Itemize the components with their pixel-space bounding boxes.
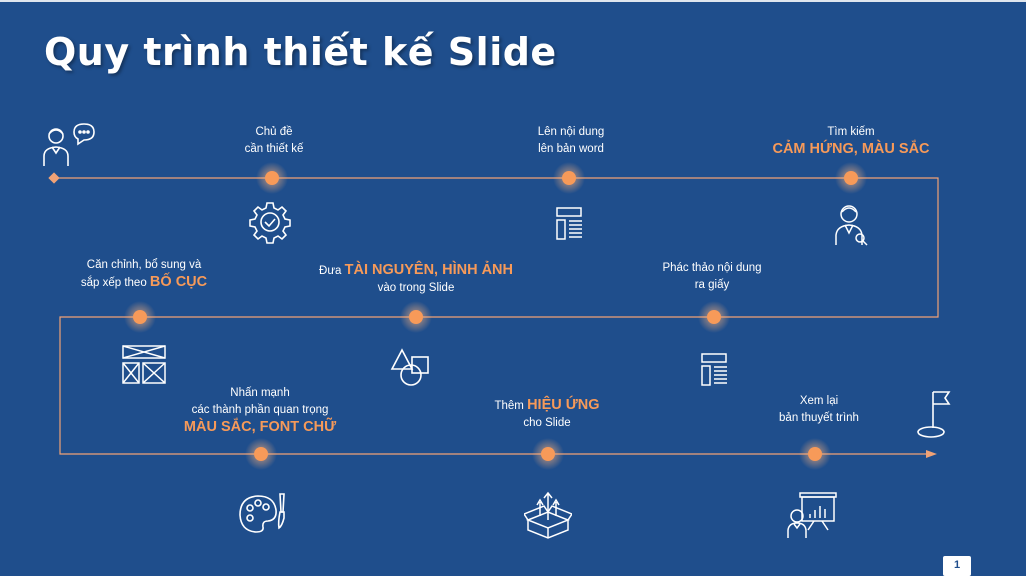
document-outline-icon	[556, 207, 582, 240]
document-sketch-icon	[701, 353, 727, 386]
step-dot-6	[133, 310, 147, 324]
golf-flag-icon	[917, 391, 951, 438]
step-dots	[124, 162, 867, 470]
step-label-3: Tìm kiếm CẢM HỨNG, MÀU SẮC	[772, 126, 930, 157]
person-chat-icon	[43, 123, 95, 166]
shapes-icon	[390, 348, 429, 386]
start-marker	[48, 172, 60, 184]
top-border	[0, 0, 1026, 2]
people-search-icon	[835, 205, 868, 246]
step-dot-8	[541, 447, 555, 461]
step-dot-4	[707, 310, 721, 324]
palette-brush-icon	[239, 493, 285, 533]
step-label-6: Căn chỉnh, bổ sung và sắp xếp theo BỐ CỤ…	[80, 259, 208, 290]
box-arrows-icon	[524, 491, 572, 539]
step-dot-5	[409, 310, 423, 324]
step-dot-2	[562, 171, 576, 185]
presenter-board-icon	[787, 492, 837, 538]
step-dot-3	[844, 171, 858, 185]
page-number: 1	[943, 556, 971, 576]
layout-grid-icon	[122, 345, 166, 384]
step-label-8: Thêm HIỆU ỨNG cho Slide	[494, 397, 600, 429]
step-dot-1	[265, 171, 279, 185]
checkmark-gear-icon	[249, 202, 291, 244]
step-label-5: Đưa TÀI NGUYÊN, HÌNH ẢNH vào trong Slide	[319, 262, 513, 294]
step-dot-9	[808, 447, 822, 461]
step-dot-7	[254, 447, 268, 461]
slide-title: Quy trình thiết kế Slide	[44, 30, 557, 74]
